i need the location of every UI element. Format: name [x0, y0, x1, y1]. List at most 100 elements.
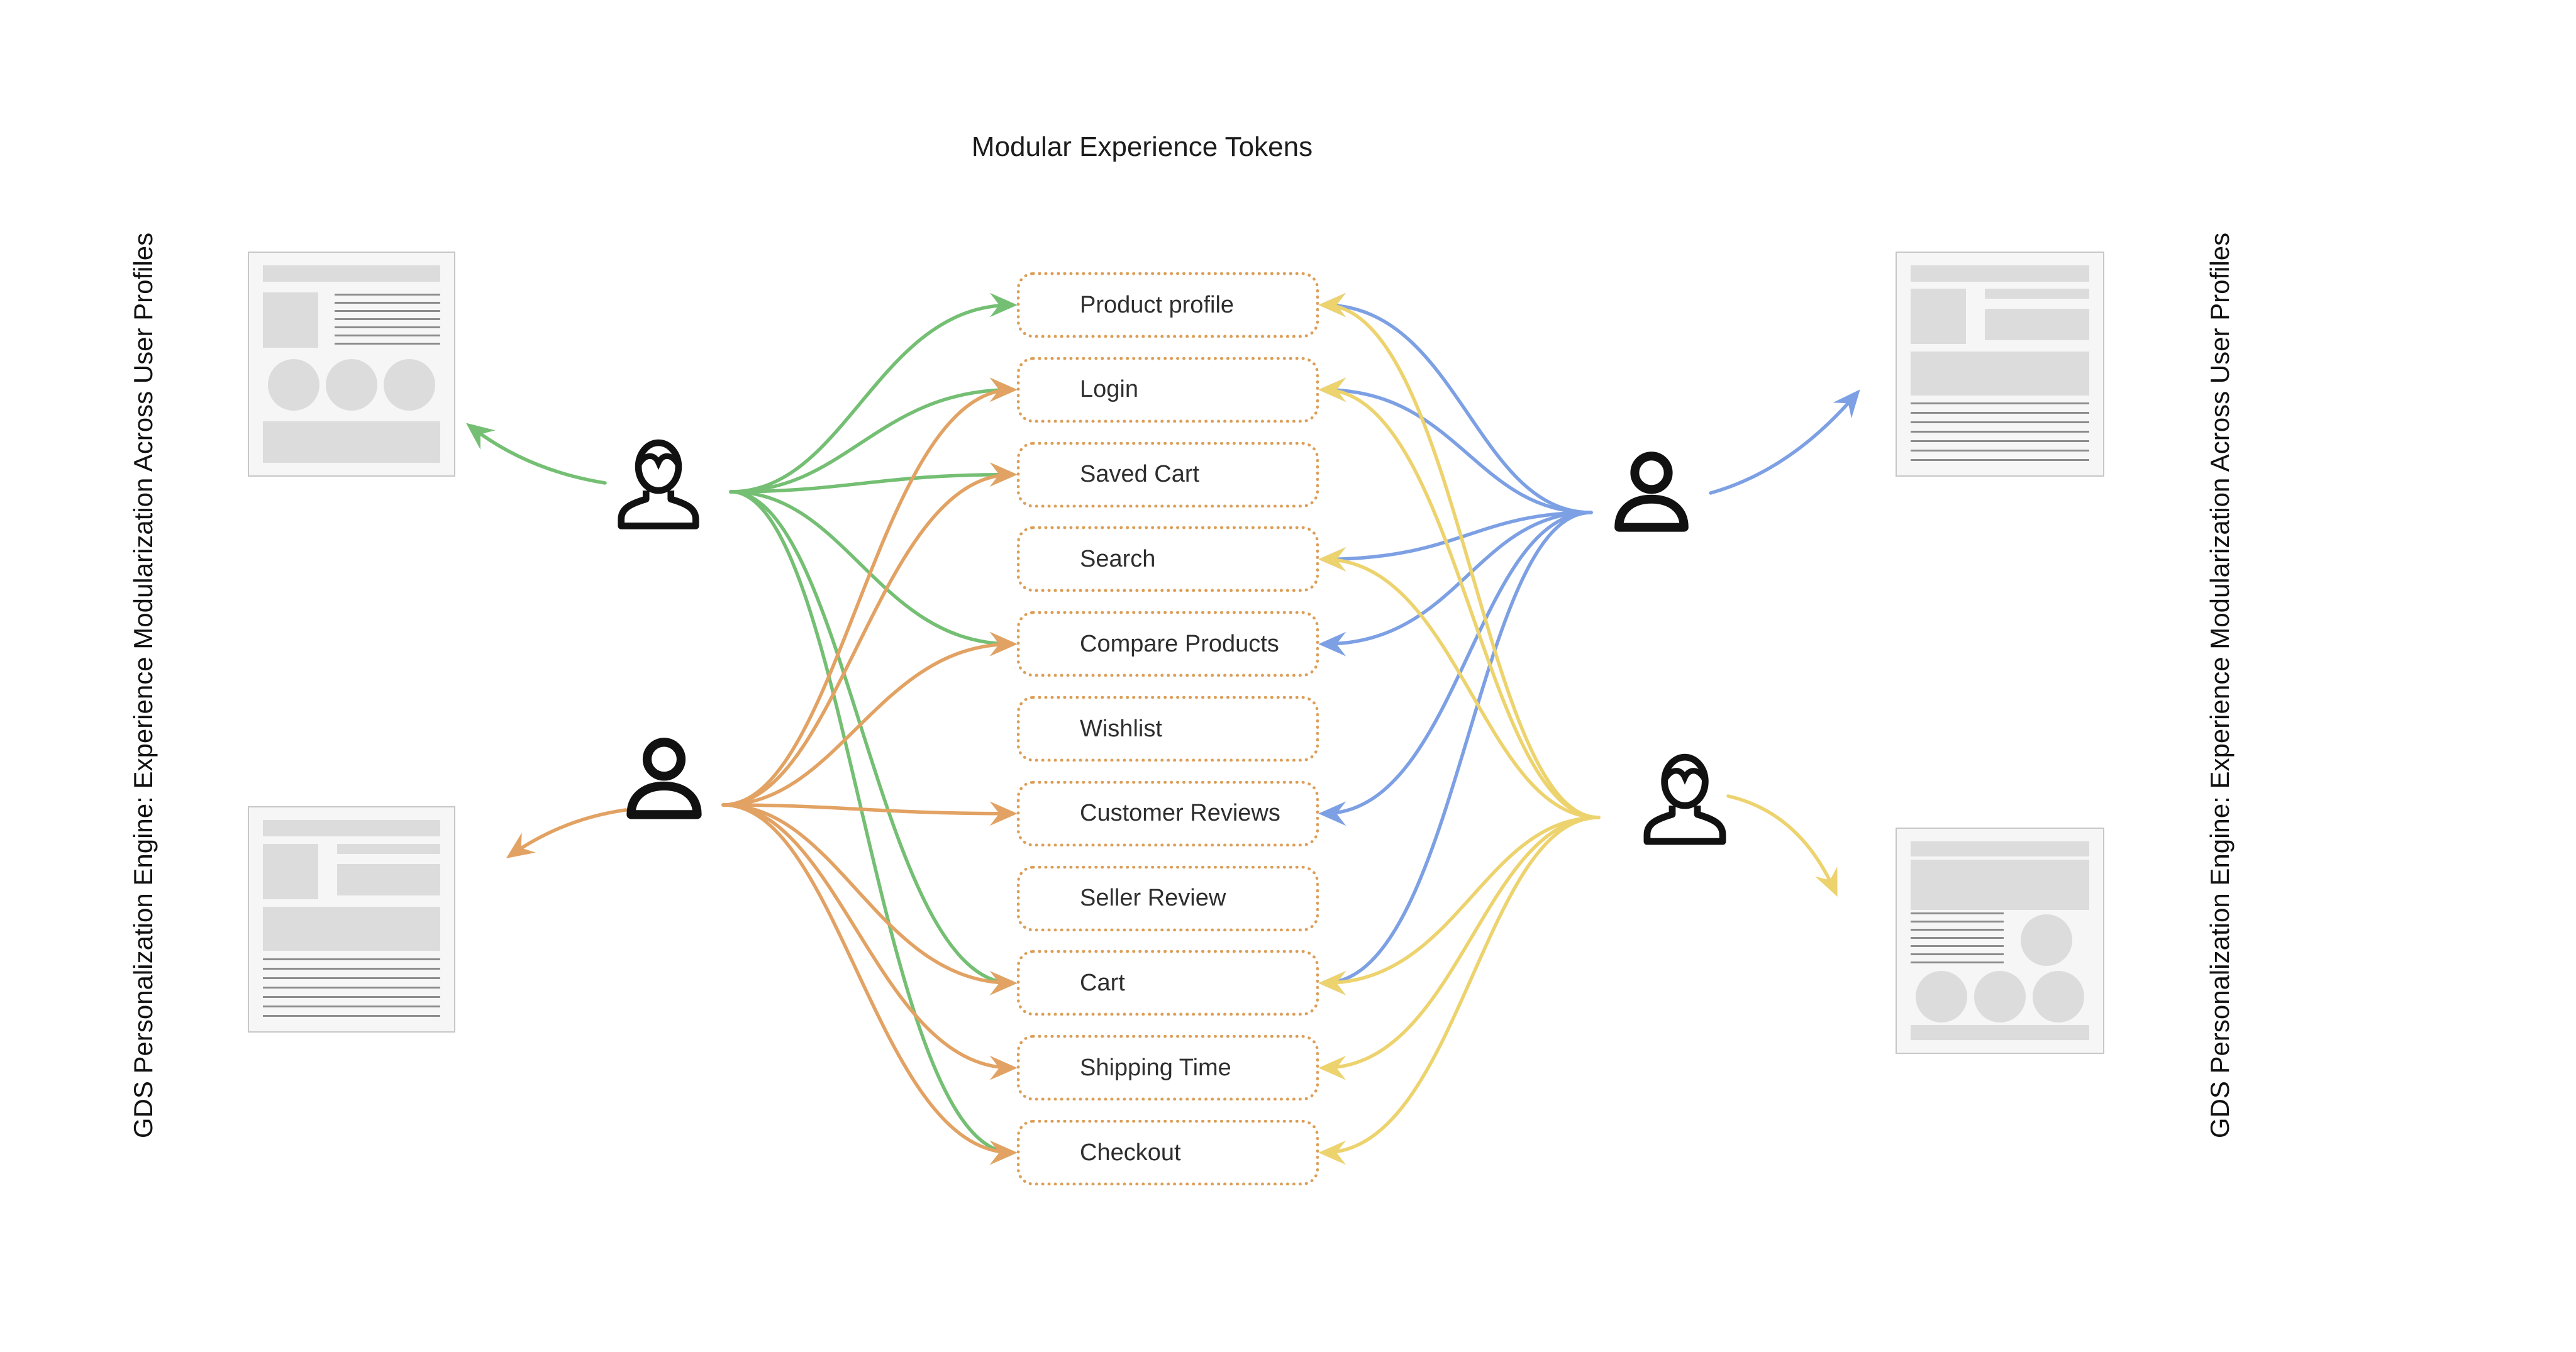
wf-media-row — [1911, 912, 2089, 968]
wf-header-bar — [263, 820, 440, 836]
arrow-blue-product-profile — [1318, 292, 1593, 514]
wf-text-lines — [1911, 402, 2089, 463]
token-label: Cart — [1080, 969, 1125, 996]
arrow-yellow-login — [1318, 377, 1601, 819]
token-label: Compare Products — [1080, 630, 1279, 657]
wf-text-lines — [335, 293, 440, 349]
wf-title-bar — [1985, 289, 2089, 299]
wireframe-bottom-right — [1896, 828, 2104, 1054]
wf-text-lines — [263, 958, 440, 1019]
arrow-green-checkout — [729, 490, 1018, 1165]
wf-image-block — [263, 292, 318, 348]
wf-banner-block — [1911, 351, 2089, 396]
wf-side-column — [1985, 289, 2089, 341]
arrow-yellow-cart — [1318, 816, 1601, 995]
wf-content-block — [1985, 309, 2089, 341]
arrow-green-login — [729, 377, 1018, 494]
token-label: Search — [1080, 545, 1156, 572]
token-label: Product profile — [1080, 291, 1235, 318]
user-top-right — [1607, 442, 1696, 544]
wf-text-lines — [1911, 912, 2004, 968]
wf-media-row — [263, 844, 440, 899]
arrow-yellow-checkout — [1318, 816, 1601, 1165]
arrow-blue-login — [1318, 377, 1593, 514]
wf-header-bar — [263, 265, 440, 282]
wf-avatar — [326, 359, 377, 411]
arrow-green-wireframe-top-left — [466, 423, 607, 485]
token-label: Seller Review — [1080, 885, 1226, 912]
arrow-yellow-search — [1318, 547, 1601, 819]
wf-media-row — [263, 292, 440, 349]
arrow-orange-shipping-time — [721, 803, 1018, 1080]
token-checkout: Checkout — [1017, 1120, 1319, 1185]
wf-side-column — [337, 844, 440, 895]
token-login: Login — [1017, 357, 1319, 423]
token-product-profile: Product profile — [1017, 272, 1319, 338]
arrow-blue-cart — [1318, 511, 1593, 995]
arrow-yellow-shipping-time — [1318, 816, 1601, 1080]
wf-media-row — [1911, 289, 2089, 345]
wf-avatar — [1916, 970, 1967, 1022]
arrow-orange-wireframe-bottom-left — [506, 808, 628, 859]
token-label: Customer Reviews — [1080, 800, 1280, 827]
arrow-orange-compare-products — [721, 631, 1018, 807]
user-bottom-right — [1634, 753, 1736, 850]
right-axis-label: GDS Personalization Engine: Experience M… — [2205, 232, 2235, 1139]
wf-avatar — [268, 359, 319, 411]
wf-avatar — [2020, 914, 2072, 966]
male-user-icon — [1643, 753, 1726, 845]
wf-banner-block — [263, 907, 440, 951]
wf-avatar — [384, 359, 435, 411]
arrow-green-product-profile — [729, 292, 1018, 494]
token-label: Saved Cart — [1080, 461, 1200, 488]
wf-image-block — [1911, 289, 1966, 345]
page-title: Modular Experience Tokens — [971, 131, 1313, 162]
male-user-icon — [618, 439, 699, 529]
token-compare-products: Compare Products — [1017, 611, 1319, 677]
wf-header-bar — [1911, 841, 2089, 856]
wf-footer-block — [263, 421, 440, 463]
wf-image-block — [263, 844, 318, 899]
arrow-yellow-wireframe-bottom-right — [1726, 794, 1838, 897]
wf-avatar — [1974, 970, 2026, 1022]
wireframe-top-left — [248, 252, 455, 477]
wf-footer-bar — [1911, 1025, 2089, 1040]
token-label: Wishlist — [1080, 715, 1162, 742]
arrow-blue-compare-products — [1318, 511, 1593, 657]
arrow-orange-checkout — [721, 803, 1018, 1165]
user-bottom-left — [619, 728, 709, 831]
token-label: Login — [1080, 376, 1138, 403]
token-label: Shipping Time — [1080, 1054, 1231, 1081]
arrow-orange-login — [721, 377, 1018, 807]
token-seller-review: Seller Review — [1017, 865, 1319, 931]
left-axis-label: GDS Personalization Engine: Experience M… — [128, 232, 158, 1139]
generic-user-icon — [1614, 452, 1689, 532]
token-saved-cart: Saved Cart — [1017, 441, 1319, 507]
token-search: Search — [1017, 526, 1319, 592]
wf-header-bar — [1911, 265, 2089, 282]
wf-title-bar — [337, 844, 440, 854]
arrow-orange-customer-reviews — [721, 801, 1018, 826]
wireframe-top-right — [1896, 252, 2104, 477]
wireframe-bottom-left — [248, 806, 455, 1033]
arrow-green-cart — [729, 490, 1018, 995]
token-customer-reviews: Customer Reviews — [1017, 780, 1319, 846]
wf-banner-block — [1911, 859, 2089, 910]
arrow-yellow-product-profile — [1318, 292, 1601, 819]
arrow-orange-cart — [721, 803, 1018, 995]
wf-content-block — [337, 864, 440, 895]
token-label: Checkout — [1080, 1139, 1181, 1166]
token-cart: Cart — [1017, 950, 1319, 1016]
generic-user-icon — [626, 738, 702, 819]
user-top-left — [608, 439, 709, 535]
arrow-blue-wireframe-top-right — [1709, 389, 1860, 495]
token-shipping-time: Shipping Time — [1017, 1035, 1319, 1101]
wf-avatar-row — [1911, 970, 2089, 1022]
arrow-orange-saved-cart — [721, 462, 1018, 807]
wf-avatar — [2033, 970, 2084, 1022]
token-wishlist: Wishlist — [1017, 696, 1319, 762]
arrow-blue-search — [1318, 511, 1593, 572]
wf-avatar-row — [263, 359, 440, 411]
